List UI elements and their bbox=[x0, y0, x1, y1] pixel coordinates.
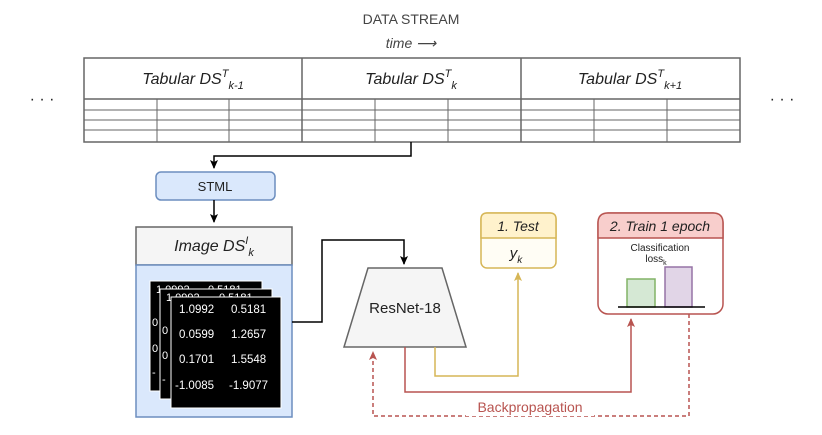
loss-label-line1: Classification bbox=[631, 243, 690, 254]
resnet-model bbox=[342, 267, 468, 348]
stml-box bbox=[155, 171, 276, 201]
svg-text:0: 0 bbox=[152, 343, 158, 355]
svg-text:-: - bbox=[162, 374, 166, 386]
arrow-image-to-resnet bbox=[292, 239, 408, 323]
test-output: yk bbox=[509, 245, 524, 266]
arrow-table-to-stml bbox=[210, 142, 412, 169]
loss-bar-purple bbox=[664, 266, 693, 308]
loss-label-line2: lossk bbox=[645, 254, 667, 267]
ellipsis-right: · · · bbox=[770, 91, 795, 108]
backprop-label: Backpropagation bbox=[477, 399, 582, 415]
matrix-image-front: 0 0 - 1.0992 0.5181 0.0599 1.2657 0.1701… bbox=[162, 296, 282, 409]
svg-text:0.0599: 0.0599 bbox=[179, 329, 214, 341]
svg-text:1.0992: 1.0992 bbox=[179, 304, 214, 316]
arrow-resnet-to-train bbox=[404, 318, 635, 393]
train-title: 2. Train 1 epoch bbox=[609, 218, 710, 234]
image-ds-header bbox=[135, 226, 293, 266]
svg-text:1.2657: 1.2657 bbox=[231, 329, 266, 341]
svg-text:0.5181: 0.5181 bbox=[231, 304, 266, 316]
svg-text:1.5548: 1.5548 bbox=[231, 354, 266, 366]
arrow-resnet-to-test bbox=[434, 272, 522, 377]
stml-label: STML bbox=[198, 179, 233, 194]
svg-text:-1.9077: -1.9077 bbox=[229, 380, 268, 392]
ellipsis-left: · · · bbox=[30, 91, 55, 108]
svg-text:0: 0 bbox=[162, 325, 168, 337]
segment-label-current: Tabular DSTk bbox=[365, 68, 457, 92]
segment-label-next: Tabular DSTk+1 bbox=[578, 68, 682, 92]
loss-bar-green bbox=[626, 278, 656, 308]
svg-text:-1.0085: -1.0085 bbox=[175, 380, 214, 392]
svg-text:0: 0 bbox=[152, 317, 158, 329]
test-header bbox=[480, 212, 557, 239]
svg-text:0: 0 bbox=[162, 350, 168, 362]
train-header bbox=[597, 212, 724, 239]
segment-label-prev: Tabular DSTk-1 bbox=[142, 68, 243, 92]
svg-text:-: - bbox=[152, 367, 156, 379]
svg-text:0.1701: 0.1701 bbox=[179, 354, 214, 366]
test-title: 1. Test bbox=[497, 218, 540, 234]
image-ds-label: Image DSIk bbox=[174, 235, 254, 259]
tabular-stream-table bbox=[83, 57, 741, 143]
time-label: time ⟶ bbox=[386, 35, 437, 51]
data-stream-title: DATA STREAM bbox=[363, 11, 460, 27]
resnet-label: ResNet-18 bbox=[369, 300, 441, 317]
backprop-label-bg bbox=[466, 398, 594, 416]
